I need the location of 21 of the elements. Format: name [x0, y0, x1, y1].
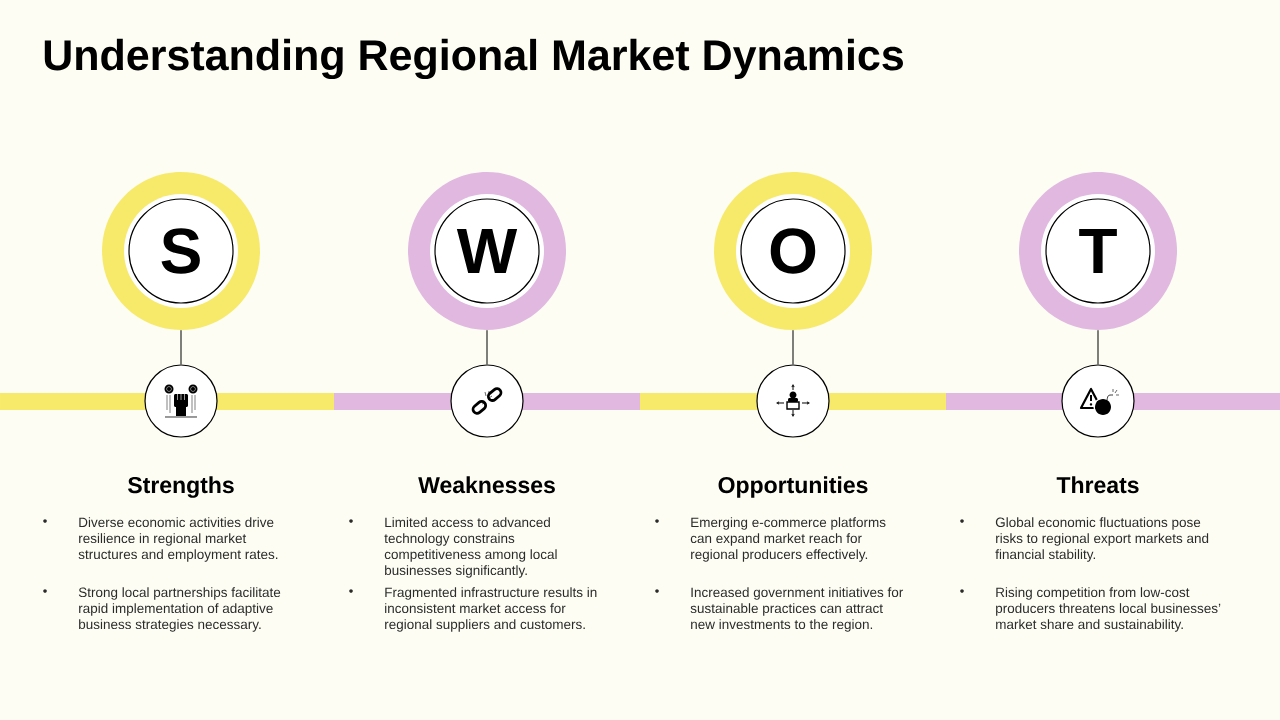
column-heading: Opportunities — [718, 476, 868, 498]
icon-circle — [144, 364, 218, 438]
title: Understanding Regional Market Dynamics — [44, 38, 903, 80]
column-heading: Strengths — [128, 476, 234, 498]
icon-circle — [450, 364, 524, 438]
connector-line — [486, 329, 488, 365]
column-heading: Weaknesses — [418, 476, 555, 494]
bullet-text: Diverse economic activities drive resilience in regional market structures and employment rates. — [78, 517, 278, 562]
connector-line — [792, 329, 794, 365]
connector-line — [1097, 329, 1099, 365]
bullet-text: Emerging e-commerce platforms can expand market reach for regional producers effectively. — [690, 517, 886, 562]
connector-line — [180, 329, 182, 365]
bullet-text: Increased government initiatives for sustainable practices can attract new investments to the region. — [690, 587, 904, 632]
bullet-text: Strong local partnerships facilitate rapid implementation of adaptive business strategies necessary. — [78, 587, 281, 632]
bullet-text: Rising competition from low-cost producers threatens local businesses’ market share and sustainability. — [996, 587, 1221, 632]
icon-circle — [1061, 364, 1135, 438]
column-heading: Threats — [1056, 476, 1139, 494]
bullet-text: Limited access to advanced technology constrains competitiveness among local businesses significantly. — [384, 517, 557, 578]
bullet-text: Global economic fluctuations pose risks to regional export markets and financial stability. — [995, 517, 1209, 562]
icon-circle — [756, 364, 830, 438]
bullet-text: Fragmented infrastructure results in inconsistent market access for regional suppliers and customers. — [385, 587, 597, 632]
